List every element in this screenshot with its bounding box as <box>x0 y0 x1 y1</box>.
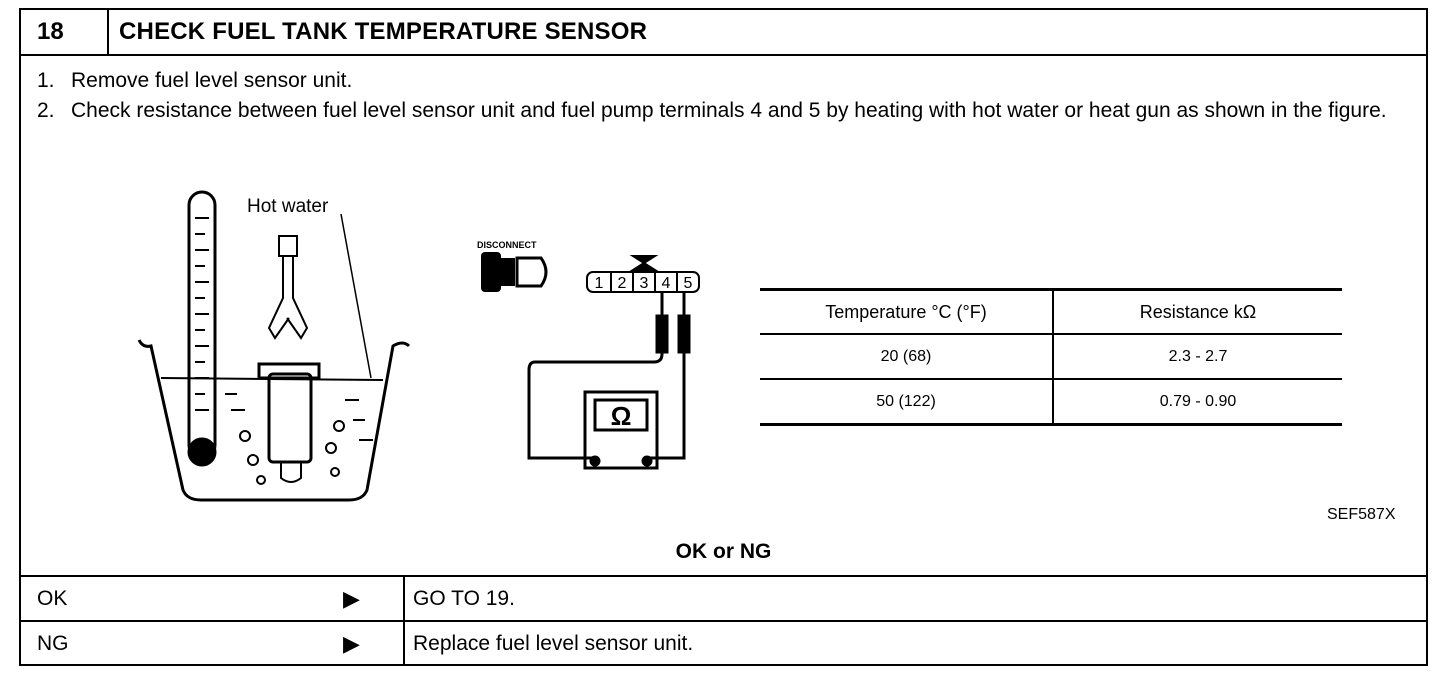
column-divider <box>403 577 405 620</box>
instruction-text: Check resistance between fuel level sens… <box>71 99 1387 122</box>
column-divider <box>403 622 405 665</box>
instruction-item: 1. Remove fuel level sensor unit. <box>37 66 1417 96</box>
disconnect-icon <box>481 252 548 292</box>
column-header-temperature: Temperature °C (°F) <box>760 288 1054 335</box>
hot-water-beaker-illustration <box>137 190 411 502</box>
ohmmeter-wiring <box>527 292 691 470</box>
outcome-action: GO TO 19. <box>413 587 515 610</box>
terminal-labels: 1 2 3 4 5 <box>595 275 693 292</box>
diagnostic-step-frame: 18 CHECK FUEL TANK TEMPERATURE SENSOR 1.… <box>19 8 1428 666</box>
temperature-cell: 20 (68) <box>760 334 1054 380</box>
resistance-cell: 0.79 - 0.90 <box>1053 379 1342 426</box>
resistance-cell: 2.3 - 2.7 <box>1053 334 1342 380</box>
terminal-label: 4 <box>662 275 671 292</box>
instruction-number: 1. <box>37 69 55 92</box>
table-row: 50 (122) 0.79 - 0.90 <box>760 379 1342 426</box>
step-header: 18 CHECK FUEL TANK TEMPERATURE SENSOR <box>21 10 1426 56</box>
step-number: 18 <box>21 10 109 54</box>
instruction-item: 2. Check resistance between fuel level s… <box>37 96 1417 126</box>
arrow-right-icon: ▶ <box>343 631 360 656</box>
disconnect-label: DISCONNECT <box>477 240 537 250</box>
outcome-label: OK <box>37 587 68 610</box>
test-illustration: 1 2 3 4 5 Ω DISCONNECT Hot water <box>137 190 700 502</box>
connector-terminal-block <box>586 255 700 293</box>
outcome-action: Replace fuel level sensor unit. <box>413 632 694 655</box>
instruction-number: 2. <box>37 99 55 122</box>
hot-water-label: Hot water <box>247 196 329 217</box>
terminal-label: 1 <box>595 275 604 292</box>
step-title: CHECK FUEL TANK TEMPERATURE SENSOR <box>119 18 648 45</box>
terminal-label: 3 <box>640 275 649 292</box>
column-header-resistance: Resistance kΩ <box>1053 288 1342 335</box>
ohm-symbol-icon: Ω <box>611 401 632 431</box>
table-row: 20 (68) 2.3 - 2.7 <box>760 334 1342 380</box>
outcome-label: NG <box>37 632 69 655</box>
terminal-label: 2 <box>618 275 627 292</box>
terminal-label: 5 <box>684 275 693 292</box>
outcome-row-ng: NG ▶ Replace fuel level sensor unit. <box>21 620 1426 665</box>
decision-prompt: OK or NG <box>675 540 772 563</box>
instruction-list: 1. Remove fuel level sensor unit. 2. Che… <box>37 66 1417 126</box>
table-header-row: Temperature °C (°F) Resistance kΩ <box>760 288 1342 335</box>
instruction-text: Remove fuel level sensor unit. <box>71 69 353 92</box>
arrow-right-icon: ▶ <box>343 586 360 611</box>
test-figure: 1 2 3 4 5 Ω DISCONNECT Hot water <box>121 178 1421 518</box>
resistance-spec-table: Temperature °C (°F) Resistance kΩ 20 (68… <box>760 288 1342 426</box>
outcome-row-ok: OK ▶ GO TO 19. <box>21 575 1426 620</box>
figure-code: SEF587X <box>1327 506 1396 523</box>
temperature-cell: 50 (122) <box>760 379 1054 426</box>
